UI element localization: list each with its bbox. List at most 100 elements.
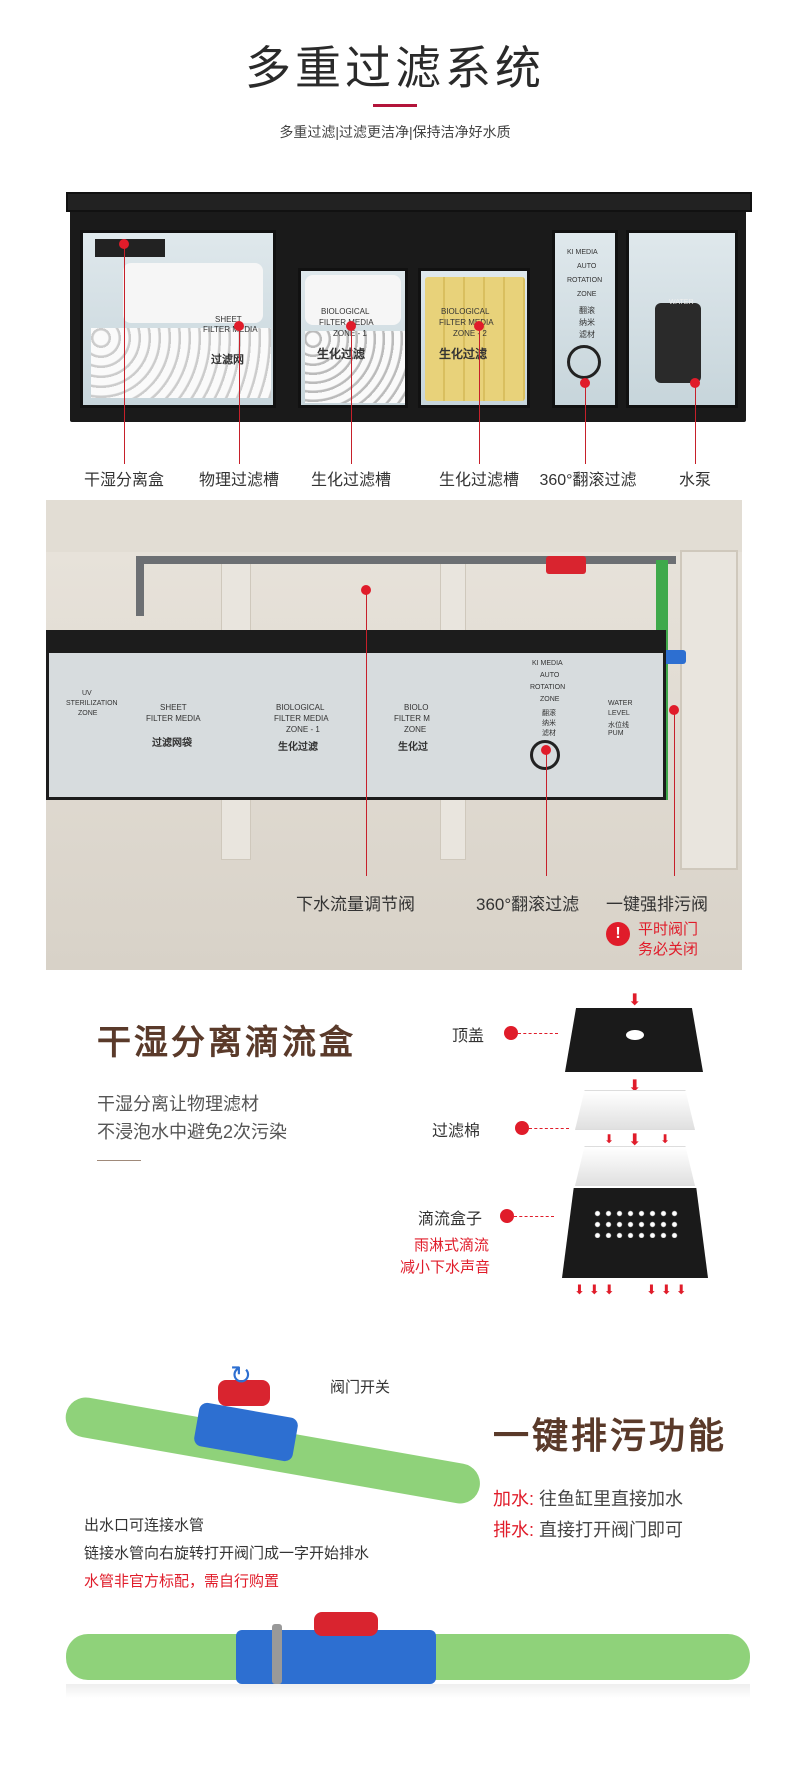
arrow-down-icon: ⬇ <box>604 1132 615 1146</box>
tank-text: FILTER MEDIA <box>274 714 329 723</box>
marker-line <box>351 326 352 464</box>
drip-holes <box>592 1208 680 1238</box>
tank-text: ZONE - 1 <box>286 725 320 734</box>
tank-text: ROTATION <box>567 277 603 284</box>
chamber-bio-1: BIOLOGICAL FILTER MEDIA ZONE - 1 生化过滤 <box>298 268 408 408</box>
section3-title: 干湿分离滴流盒 <box>97 1023 356 1063</box>
filter-wool <box>123 263 263 323</box>
water-pump <box>655 303 701 383</box>
chamber-bio-2: BIOLOGICAL FILTER MEDIA ZONE - 2 生化过滤 <box>418 268 530 408</box>
tank-text: SHEET <box>215 315 242 324</box>
label-drip-box: 滴流盒子 <box>418 1211 483 1228</box>
drain-water-line: 排水: 直接打开阀门即可 <box>493 1516 683 1542</box>
arrow-down-icon: ⬇ <box>628 1132 642 1149</box>
page-subtitle: 多重过滤|过滤更洁净|保持洁净好水质 <box>279 124 511 140</box>
tank-text: LEVEL <box>608 710 630 717</box>
marker-dot <box>580 378 590 388</box>
rotate-arrow-icon: ↻ <box>230 1360 252 1390</box>
section3-desc-2: 不浸泡水中避免2次污染 <box>97 1122 288 1142</box>
tank-text: KI MEDIA <box>532 660 563 667</box>
tank-text: AUTO <box>540 672 560 679</box>
tank-text: 滤材 <box>579 330 595 339</box>
marker-line <box>585 383 586 464</box>
drip-arrows-left: ⬇⬇⬇ <box>574 1282 619 1297</box>
marker-dot <box>669 705 679 715</box>
rotation-icon <box>567 345 601 379</box>
marker-line <box>479 326 480 464</box>
marker-line <box>239 326 240 464</box>
marker-dot <box>361 585 371 595</box>
tank-text: FILTER M <box>394 714 430 723</box>
marker-dot <box>690 378 700 388</box>
label-bio-filter-2: 生化过滤槽 <box>438 472 519 489</box>
outlet-text-1: 出水口可连接水管 <box>84 1517 205 1534</box>
section3-divider <box>97 1160 141 1161</box>
tank-text: 生化过 <box>398 742 428 753</box>
tank-text: PUM <box>608 730 624 737</box>
valve-label: 阀门开关 <box>330 1379 391 1396</box>
tank-lid <box>66 192 752 212</box>
label-filter-cotton: 过滤棉 <box>432 1123 481 1140</box>
marker-dot <box>500 1209 514 1223</box>
marker-line <box>695 383 696 464</box>
marker-dot <box>119 239 129 249</box>
bio-rings <box>305 331 405 403</box>
tank-text: 生化过滤 <box>439 347 488 361</box>
tank-text: FILTER MEDIA <box>146 714 201 723</box>
tank-text: 过滤网袋 <box>152 738 192 749</box>
dry-wet-box <box>95 239 165 257</box>
label-flow-valve: 下水流量调节阀 <box>296 895 415 914</box>
drip-note-2: 减小下水声音 <box>400 1259 491 1276</box>
add-water-value: 往鱼缸里直接加水 <box>539 1489 684 1509</box>
marker-dot <box>234 321 244 331</box>
dash-line <box>514 1216 554 1217</box>
tank-text: BIOLOGICAL <box>441 307 490 316</box>
floor-shadow <box>66 1684 750 1698</box>
tank-rim <box>46 630 666 650</box>
tank-text: 翻滚 <box>579 306 595 315</box>
label-physical-filter: 物理过滤槽 <box>198 472 279 489</box>
drain-water-value: 直接打开阀门即可 <box>539 1520 684 1540</box>
add-water-line: 加水: 往鱼缸里直接加水 <box>493 1485 683 1511</box>
cabinet-door <box>680 550 738 870</box>
page-title: 多重过滤系统 <box>245 41 545 95</box>
label-top-cover: 顶盖 <box>452 1028 485 1045</box>
tank-text: ZONE <box>404 725 427 734</box>
overflow-pipe <box>136 556 676 564</box>
label-rotation-filter: 360°翻滚过滤 <box>539 472 637 489</box>
add-water-key: 加水: <box>493 1489 535 1509</box>
tank-text: BIOLOGICAL <box>321 307 370 316</box>
marker-dot <box>515 1121 529 1135</box>
chamber-physical: SHEET FILTER MEDIA 过滤网 <box>80 230 276 408</box>
dash-line <box>518 1033 558 1034</box>
red-valve-handle <box>218 1380 270 1406</box>
tank-text: STERILIZATION <box>66 700 118 707</box>
marker-dot <box>541 745 551 755</box>
red-valve-handle-2 <box>314 1612 378 1636</box>
outlet-text-2: 链接水管向右旋转打开阀门成一字开始排水 <box>84 1545 370 1562</box>
tank-text: ZONE - 2 <box>453 329 487 338</box>
title-underline <box>373 104 417 107</box>
tank-text: 纳米 <box>542 720 556 727</box>
tank-text: ZONE <box>78 710 98 717</box>
tank-text: SHEET <box>160 703 187 712</box>
tank-text: 过滤网 <box>211 354 244 366</box>
tank-text: BIOLO <box>404 703 429 712</box>
top-cover-plate <box>565 1008 703 1072</box>
filter-cotton-2 <box>575 1146 695 1186</box>
tank-text: 水位线 <box>608 722 629 729</box>
dash-line <box>529 1128 569 1129</box>
arrow-down-icon: ⬇ <box>628 992 642 1009</box>
drain-water-key: 排水: <box>493 1520 535 1540</box>
marker-dot <box>504 1026 518 1040</box>
marker-dot <box>346 321 356 331</box>
marker-line <box>546 750 547 876</box>
tank-text: 生化过滤 <box>278 742 318 753</box>
warning-text: 务必关闭 <box>638 941 699 958</box>
filter-cotton-1 <box>575 1090 695 1130</box>
section4-title: 一键排污功能 <box>493 1415 728 1457</box>
ceramic-rings <box>91 328 271 398</box>
label-bio-filter-1: 生化过滤槽 <box>310 472 391 489</box>
flow-valve <box>546 556 586 574</box>
tank-text: ZONE - 1 <box>333 329 367 338</box>
